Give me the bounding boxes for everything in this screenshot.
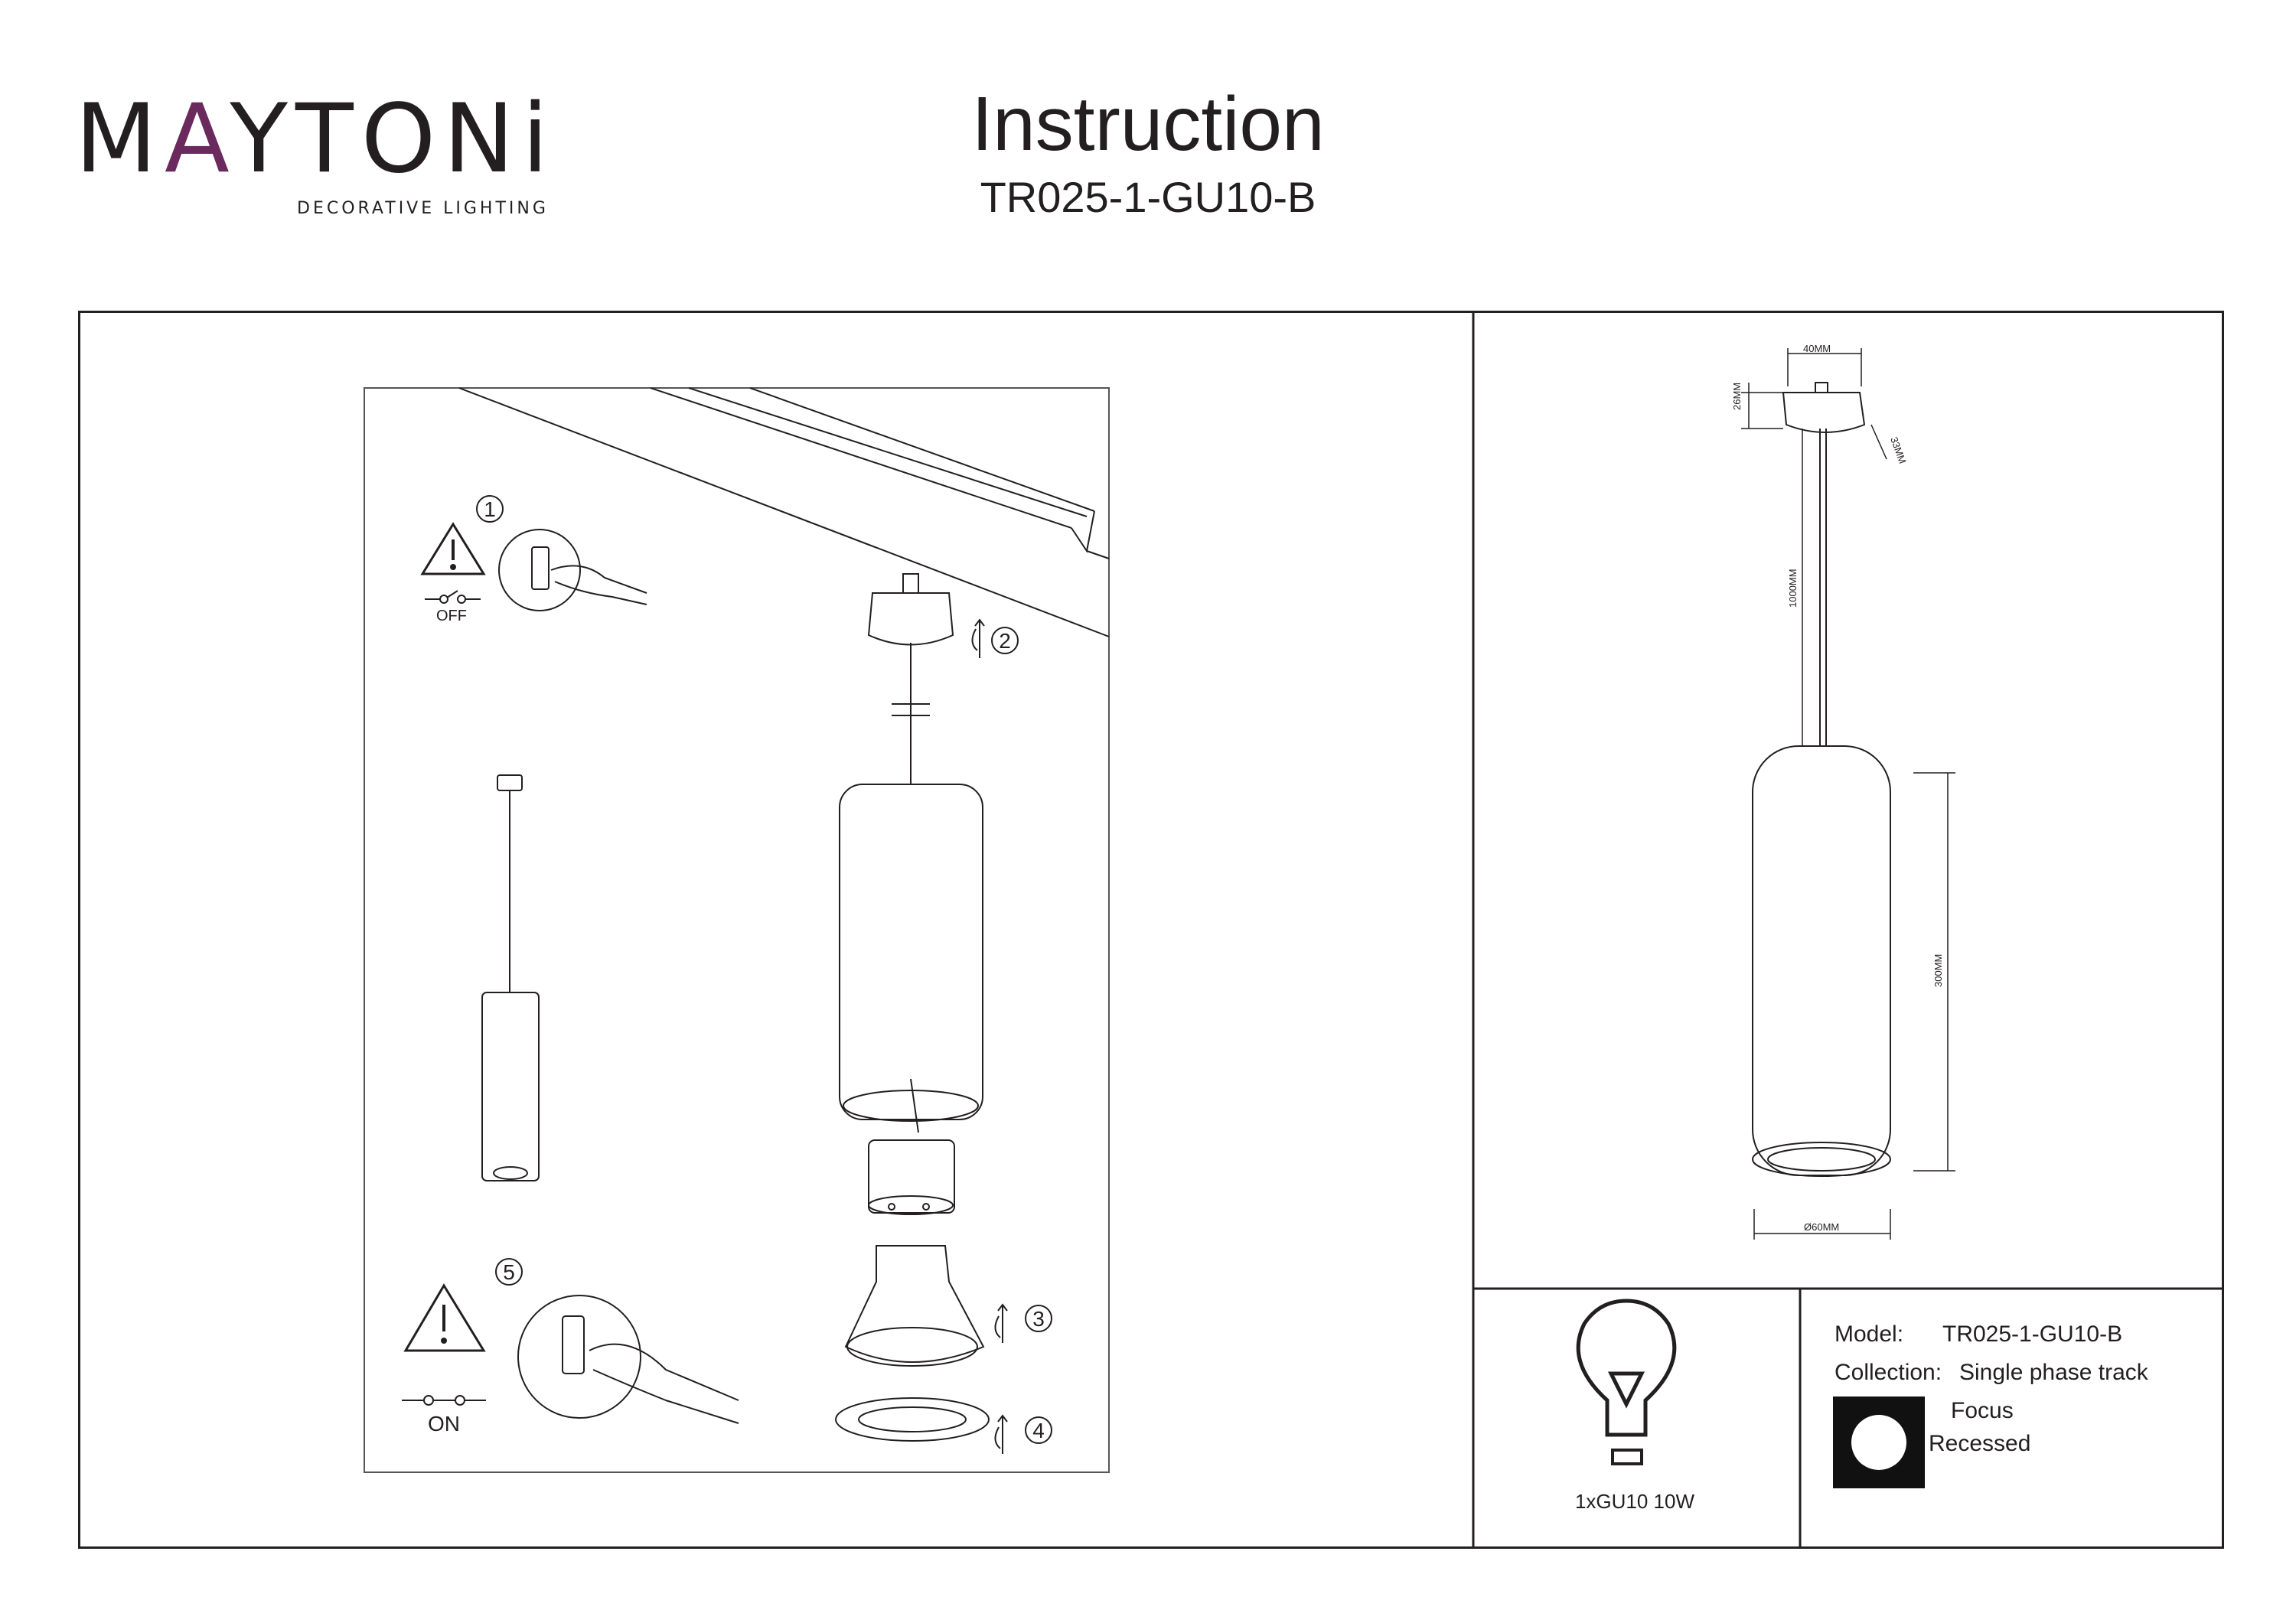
switch-off-icon [425,590,481,604]
step5-group [402,1258,739,1424]
bulb-icon [1576,1299,1677,1465]
brand-name: MAYTONi [75,84,556,194]
hand-switch-icon [498,529,581,611]
warning-icon-5 [403,1283,486,1352]
rotate-icon-3 [994,1303,1008,1343]
step2-number: 2 [999,629,1011,653]
exploded-pendant [835,573,1052,1454]
type-line2: Recessed [1929,1431,2030,1456]
dim-height-top: 26MM [1731,383,1743,410]
installation-panel [364,387,1110,1473]
model-code: TR025-1-GU10-B [980,173,1316,221]
switch-on-icon [402,1395,486,1406]
dim-diameter: Ø60MM [1804,1221,1839,1233]
step1-number: 1 [484,497,496,521]
bulb-spec: 1xGU10 10W [1575,1490,1695,1513]
switch-off-label: OFF [436,608,467,624]
warning-icon [420,522,486,575]
overview-pendant [481,774,540,1181]
step3-number: 3 [1032,1307,1045,1331]
track-rail [458,387,1110,637]
switch-on-label: ON [428,1412,460,1436]
drawing-frame [78,311,2224,1549]
dim-width-top: 40MM [1803,343,1831,354]
type-line1: Focus [1951,1398,2014,1423]
dim-depth-top: 33MM [1888,435,1908,465]
step5-number: 5 [503,1260,515,1284]
step1-group [420,495,647,611]
dim-body-height: 300MM [1932,954,1944,987]
recessed-icon [1833,1396,1925,1488]
dim-cable: 1000MM [1787,569,1799,608]
page-title: Instruction [971,81,1325,167]
rotate-icon-2 [971,618,985,658]
model-value: TR025-1-GU10-B [1942,1322,2122,1347]
brand-tagline: DECORATIVE LIGHTING [297,199,549,218]
model-label: Model: [1835,1322,1903,1347]
dimension-drawing [1741,348,1955,1240]
hand-switch-on-icon [517,1295,641,1419]
brand-accent-letter: A [165,84,230,194]
collection-value: Single phase track [1959,1360,2149,1385]
collection-label: Collection: [1835,1360,1942,1385]
brand-logo: MAYTONi DECORATIVE LIGHTING [75,92,565,230]
rotate-icon-4 [994,1414,1008,1454]
step4-number: 4 [1032,1419,1045,1442]
